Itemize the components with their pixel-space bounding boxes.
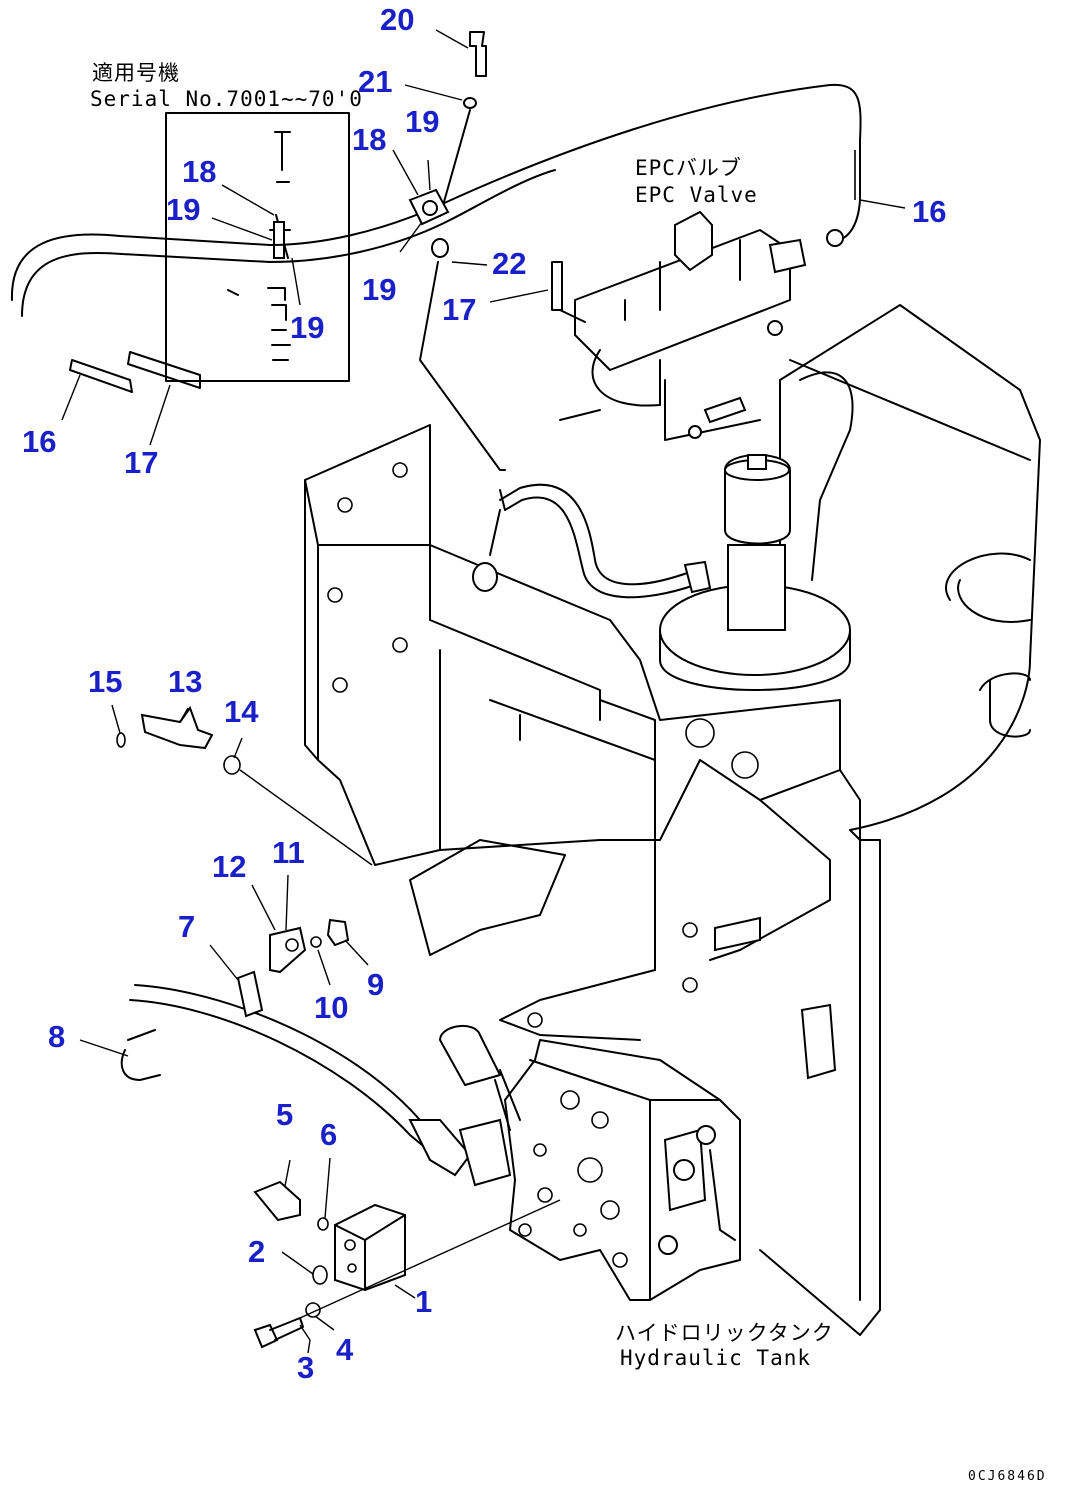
control-valve (439, 1024, 741, 1301)
callout-19: 19 (405, 104, 439, 139)
callout-8: 8 (48, 1019, 65, 1054)
callout-9: 9 (367, 967, 384, 1002)
hydraulic-tank-label-en: Hydraulic Tank (620, 1346, 811, 1370)
callout-20: 20 (380, 2, 414, 37)
serial-note-en: Serial No.7001~~70'0 (90, 87, 363, 111)
callout-4: 4 (336, 1332, 354, 1367)
callout-17: 17 (442, 292, 476, 327)
callout-17: 17 (124, 445, 158, 480)
epc-valve-label-en: EPC Valve (635, 183, 758, 207)
main-frame (304, 424, 841, 1080)
callout-16: 16 (912, 194, 946, 229)
epc-valve (551, 210, 844, 441)
callout-10: 10 (314, 990, 348, 1025)
callout-6: 6 (320, 1117, 337, 1152)
drawing-code: 0CJ6846D (968, 1469, 1047, 1484)
callout-19: 19 (166, 192, 200, 227)
callout-16: 16 (22, 424, 56, 459)
callout-3: 3 (297, 1350, 314, 1385)
callout-14: 14 (224, 694, 259, 729)
lower-hose (129, 984, 512, 1187)
callout-18: 18 (182, 154, 216, 189)
callout-19: 19 (290, 310, 324, 345)
callout-12: 12 (212, 849, 246, 884)
callout-2: 2 (248, 1234, 265, 1269)
leader-lines (61, 29, 906, 1354)
pilot-hose-tank (472, 483, 712, 599)
callout-11: 11 (272, 835, 305, 870)
callout-18: 18 (352, 122, 386, 157)
tank-filter (659, 454, 851, 691)
callout-7: 7 (178, 909, 195, 944)
callout-21: 21 (358, 64, 392, 99)
callout-19: 19 (362, 272, 396, 307)
serial-note-jp: 適用号機 (92, 61, 180, 85)
hydraulic-tank-label-jp: ハイドロリックタンク (615, 1321, 834, 1345)
small-parts (116, 705, 406, 1349)
serial-inset (165, 112, 350, 382)
clamp-assembly (408, 31, 506, 471)
epc-valve-label-jp: EPCバルブ (635, 156, 742, 180)
callout-13: 13 (168, 664, 202, 699)
callout-15: 15 (88, 664, 122, 699)
pilot-hose-upper (10, 83, 862, 393)
callout-22: 22 (492, 246, 526, 281)
callout-5: 5 (276, 1097, 293, 1132)
callout-1: 1 (415, 1284, 432, 1319)
hydraulic-tank-body (759, 304, 1041, 1336)
